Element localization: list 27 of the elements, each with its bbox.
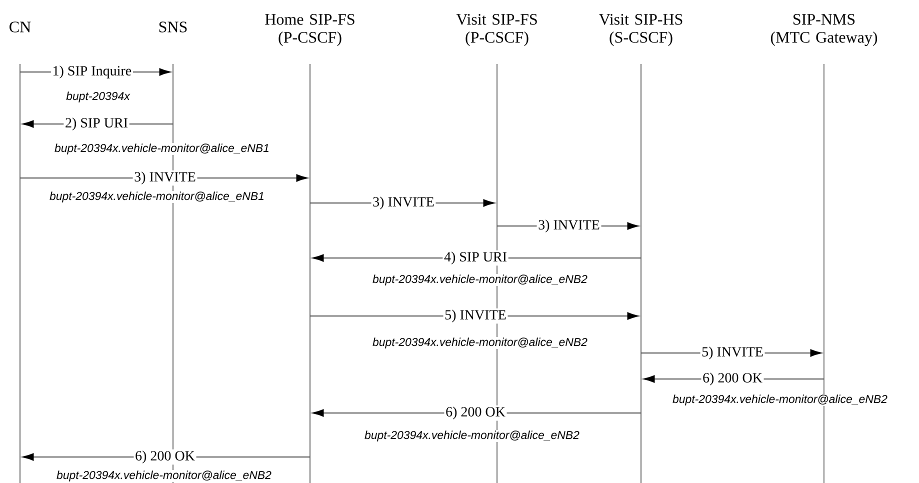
edge-label: 2) SIP URI [64, 116, 130, 132]
edge-label: 1) SIP Inquire [50, 64, 133, 80]
edge-label: 6) 200 OK [134, 449, 196, 465]
lifeline [640, 64, 642, 483]
participant-label: Visit SIP-HS (S-CSCF) [599, 14, 682, 46]
edge-label: 6) 200 OK [701, 371, 764, 387]
participant-label: Visit SIP-FS (P-CSCF) [456, 14, 537, 46]
lifeline [172, 64, 174, 483]
uri-label: bupt-20394x [65, 91, 131, 104]
uri-label: bupt-20394x.vehicle-monitor@alice_eNB1 [48, 191, 266, 204]
participant-label: CN [10, 22, 31, 32]
participant-label: SIP-NMS (MTC Gateway) [770, 14, 878, 46]
edge-label: 3) INVITE [536, 218, 602, 234]
uri-label: bupt-20394x.vehicle-monitor@alice_eNB1 [54, 143, 270, 156]
uri-label: bupt-20394x.vehicle-monitor@alice_eNB2 [364, 430, 580, 442]
uri-label: bupt-20394x.vehicle-monitor@alice_eNB2 [372, 337, 588, 350]
edge-label: 5) INVITE [700, 345, 765, 361]
uri-label: bupt-20394x.vehicle-monitor@alice_eNB2 [56, 470, 272, 482]
participant-label: Home SIP-FS (P-CSCF) [265, 14, 354, 46]
edge-label: 3) INVITE [371, 195, 436, 211]
uri-label: bupt-20394x.vehicle-monitor@alice_eNB2 [672, 394, 888, 406]
edge-label: 5) INVITE [443, 308, 508, 324]
edge-label: 6) 200 OK [444, 405, 507, 421]
edge-label: 3) INVITE [132, 170, 198, 186]
edge-label: 4) SIP URI [442, 250, 508, 266]
participant-label: SNS [159, 22, 187, 32]
uri-label: bupt-20394x.vehicle-monitor@alice_eNB2 [372, 274, 588, 286]
